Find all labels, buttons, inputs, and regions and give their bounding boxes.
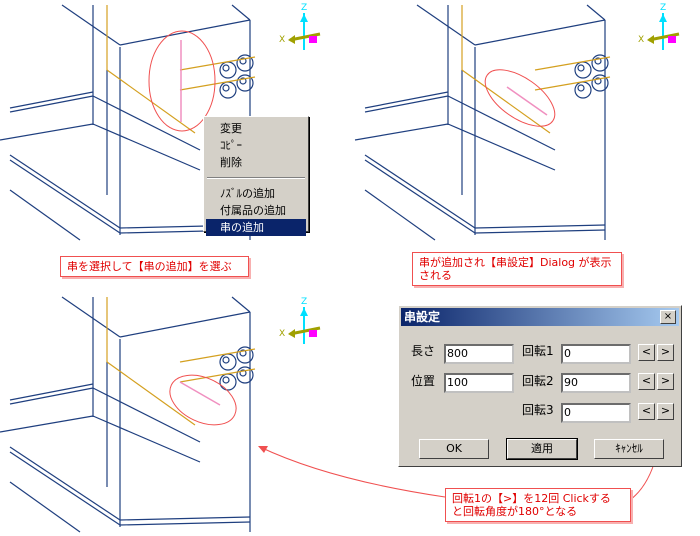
length-label: 長さ — [411, 344, 436, 358]
callout-step3-line1: 回転1の【>】を12回 Clickする — [452, 492, 611, 505]
position-input[interactable]: 100 — [444, 373, 514, 393]
cancel-button[interactable]: ｷｬﾝｾﾙ — [594, 439, 664, 459]
rotation1-increment-button[interactable]: > — [657, 344, 674, 361]
callout-arrow-to-model — [259, 446, 446, 498]
highlight-ellipse — [484, 69, 556, 127]
close-button[interactable]: × — [660, 310, 676, 324]
menu-item-delete[interactable]: 削除 — [220, 156, 242, 169]
rotation2-input[interactable]: 90 — [561, 373, 631, 393]
rotation3-increment-button[interactable]: > — [657, 403, 674, 420]
callout-step3: 回転1の【>】を12回 Clickする と回転角度が180°となる — [445, 488, 631, 522]
highlight-ellipse — [148, 30, 216, 132]
axis-gizmo — [636, 1, 681, 52]
axis-gizmo — [277, 1, 322, 52]
callout-step1: 串を選択して【串の追加】を選ぶ — [60, 256, 249, 277]
rotation1-label: 回転1 — [522, 344, 554, 358]
callout-step3-line2: と回転角度が180°となる — [452, 505, 578, 518]
menu-item-add-nozzle[interactable]: ﾉｽﾞﾙの追加 — [220, 187, 275, 200]
menu-item-add-skewer[interactable]: 串の追加 — [206, 219, 306, 236]
dialog-title-bar[interactable]: 串設定 — [401, 308, 679, 326]
skewer-added — [506, 86, 548, 116]
highlight-ellipse — [169, 374, 237, 426]
dialog-title: 串設定 — [404, 310, 441, 324]
viewport-1 — [0, 1, 322, 241]
rotation1-input[interactable]: 0 — [561, 344, 631, 364]
skewer-settings-dialog: 串設定 × 長さ 800 位置 100 回転1 0 回転2 90 回転3 0 <… — [398, 305, 682, 467]
rotation3-decrement-button[interactable]: < — [638, 403, 655, 420]
rotation2-decrement-button[interactable]: < — [638, 373, 655, 390]
rotation3-label: 回転3 — [522, 403, 554, 417]
rotation1-decrement-button[interactable]: < — [638, 344, 655, 361]
menu-separator — [207, 177, 305, 179]
context-menu: 変更 ｺﾋﾟｰ 削除 ﾉｽﾞﾙの追加 付属品の追加 串の追加 — [203, 116, 309, 236]
rotation2-increment-button[interactable]: > — [657, 373, 674, 390]
position-label: 位置 — [411, 374, 436, 388]
skewer-rotated — [179, 381, 221, 406]
axis-gizmo — [277, 295, 322, 346]
viewport-2 — [354, 1, 681, 241]
menu-item-copy[interactable]: ｺﾋﾟｰ — [220, 139, 242, 152]
arrowhead — [258, 446, 268, 453]
viewport-3 — [0, 295, 322, 533]
length-input[interactable]: 800 — [444, 344, 514, 364]
rotation2-label: 回転2 — [522, 374, 554, 388]
ok-button[interactable]: OK — [419, 439, 489, 459]
rotation3-input[interactable]: 0 — [561, 403, 631, 423]
apply-button[interactable]: 適用 — [506, 438, 578, 460]
callout-step2: 串が追加され【串設定】Dialog が表示される — [412, 252, 622, 286]
menu-item-modify[interactable]: 変更 — [220, 122, 242, 135]
menu-item-add-accessory[interactable]: 付属品の追加 — [220, 204, 286, 217]
